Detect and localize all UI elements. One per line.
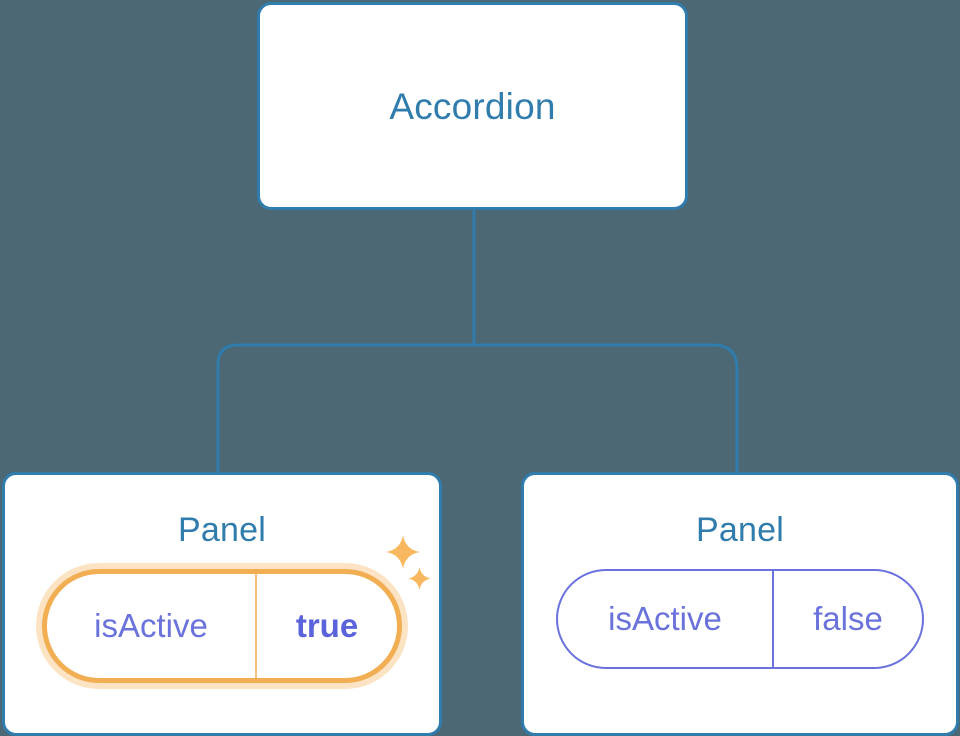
node-panel-inactive[interactable]: Panel isActive false [521, 472, 959, 736]
prop-pill-isactive-true[interactable]: isActive true [42, 569, 402, 683]
sparkle-large-icon [386, 535, 420, 569]
prop-pill-active-wrap: isActive true [42, 535, 431, 683]
prop-pill-inactive-wrap: isActive false [556, 569, 924, 669]
node-accordion-title: Accordion [389, 85, 556, 127]
prop-pill-isactive-false[interactable]: isActive false [556, 569, 924, 669]
connector-branch-bus [216, 343, 739, 472]
node-panel-inactive-title: Panel [696, 511, 784, 549]
node-panel-active-title: Panel [178, 511, 266, 549]
prop-value-label: true [255, 574, 397, 678]
sparkle-group [386, 535, 446, 605]
node-accordion[interactable]: Accordion [257, 2, 688, 210]
prop-key-label: isActive [94, 607, 208, 644]
prop-value-label: false [772, 571, 922, 667]
prop-key-label: isActive [608, 600, 722, 637]
node-panel-active[interactable]: Panel isActive true [2, 472, 442, 736]
sparkle-small-icon [408, 567, 431, 590]
